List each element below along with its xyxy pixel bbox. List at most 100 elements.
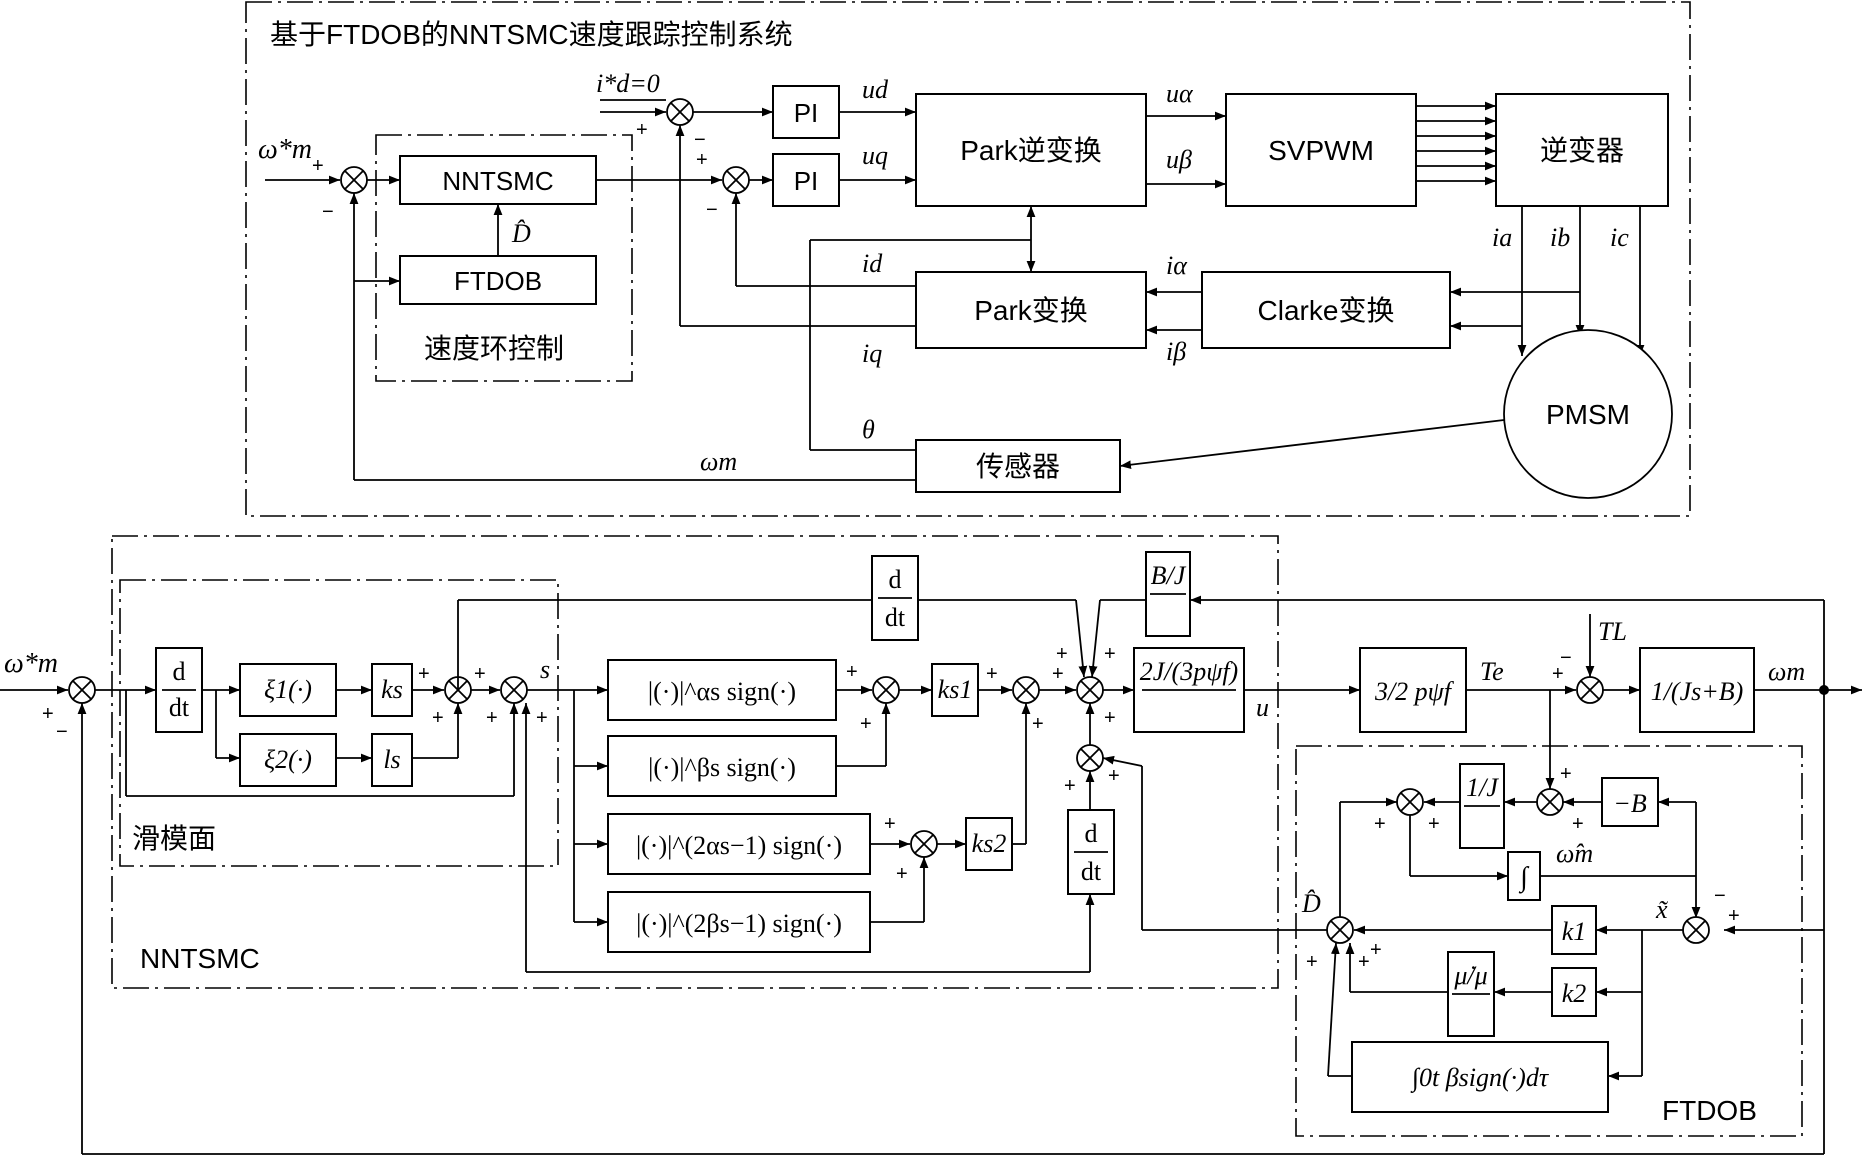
sliding-surface-frame bbox=[119, 579, 559, 867]
speed-loop-label: 速度环控制 bbox=[424, 333, 564, 364]
svg-text:+: + bbox=[1358, 951, 1370, 973]
i-beta-label: iβ bbox=[1166, 337, 1186, 366]
svg-text:−: − bbox=[1714, 885, 1726, 907]
nntsmc-frame bbox=[111, 535, 1279, 989]
svg-text:−: − bbox=[56, 721, 68, 743]
u-label: u bbox=[1256, 693, 1269, 722]
svg-text:−: − bbox=[322, 201, 334, 223]
ic-label: ic bbox=[1610, 223, 1629, 252]
pmsm-label: PMSM bbox=[1546, 399, 1630, 430]
sliding-surface-label: 滑模面 bbox=[132, 823, 216, 854]
iq-label: iq bbox=[862, 339, 882, 368]
observer-error-junction bbox=[1682, 916, 1710, 944]
wm-feedback-label: ωm bbox=[700, 447, 737, 476]
svg-text:+: + bbox=[986, 663, 998, 685]
inverter-block bbox=[1495, 93, 1669, 207]
control-sum-junction-2 bbox=[1076, 676, 1104, 704]
voltage-gain-label: 2J/(3pψf) bbox=[1140, 657, 1238, 686]
id-ref-label: i*d=0 bbox=[596, 69, 660, 98]
svg-text:|(·)|^αs sign(·): |(·)|^αs sign(·) bbox=[648, 677, 796, 706]
bottom-ref-speed-label: ω*m bbox=[4, 648, 58, 679]
ftdob-frame bbox=[1295, 745, 1803, 1137]
svg-text:+: + bbox=[1428, 813, 1440, 835]
pi-d-label: PI bbox=[794, 98, 819, 128]
nntsmc-frame-label: NNTSMC bbox=[140, 943, 260, 974]
svg-text:+: + bbox=[636, 119, 648, 141]
b-over-j-label: B/J bbox=[1151, 561, 1187, 590]
id-label: id bbox=[862, 249, 883, 278]
integral-sign-label: ∫0t βsign(·)dτ bbox=[1410, 1063, 1550, 1093]
park-inverse-label: Park逆变换 bbox=[960, 135, 1102, 166]
k2-label: k2 bbox=[1562, 979, 1587, 1008]
sensor-label: 传感器 bbox=[976, 451, 1060, 482]
integral-sign-block bbox=[1351, 1041, 1609, 1113]
pmsm-motor bbox=[1503, 329, 1673, 499]
svg-text:+: + bbox=[1052, 663, 1064, 685]
pwm-signals bbox=[1416, 101, 1496, 186]
svg-text:ξ1(·): ξ1(·) bbox=[264, 675, 312, 704]
pi-q-block bbox=[772, 153, 840, 207]
speed-loop-frame bbox=[375, 134, 633, 382]
k1-label: k1 bbox=[1562, 917, 1587, 946]
clarke-label: Clarke变换 bbox=[1258, 295, 1395, 326]
k2-block bbox=[1551, 967, 1597, 1017]
sensor-block bbox=[915, 439, 1121, 493]
iq-error-junction bbox=[722, 166, 750, 194]
svg-text:+: + bbox=[1552, 663, 1564, 685]
wm-output-label: ωm bbox=[1768, 657, 1805, 686]
svg-text:+: + bbox=[1032, 713, 1044, 735]
integrator-block bbox=[1507, 851, 1541, 901]
x-tilde-label: x̃ bbox=[1655, 895, 1669, 924]
svg-text:+: + bbox=[418, 663, 430, 685]
system-title: 基于FTDOB的NNTSMC速度跟踪控制系统 bbox=[270, 19, 793, 50]
minus-b-label: −B bbox=[1613, 789, 1647, 818]
power-func-alpha bbox=[607, 659, 837, 721]
svg-text:+: + bbox=[884, 813, 896, 835]
svg-text:dt: dt bbox=[169, 693, 190, 722]
u-alpha-label: uα bbox=[1166, 79, 1194, 108]
svg-text:d: d bbox=[1085, 819, 1098, 848]
svg-text:+: + bbox=[1572, 813, 1584, 835]
clarke-block bbox=[1201, 271, 1451, 349]
id-error-junction bbox=[666, 98, 694, 126]
svg-text:+: + bbox=[1728, 905, 1740, 927]
ls-block bbox=[371, 733, 413, 787]
svg-text:+: + bbox=[860, 713, 872, 735]
theta-label: θ bbox=[862, 415, 875, 444]
svg-text:+: + bbox=[1108, 765, 1120, 787]
svg-text:+: + bbox=[696, 149, 708, 171]
disturbance-sum-junction bbox=[1326, 916, 1354, 944]
te-label: Te bbox=[1480, 657, 1504, 686]
mu-ratio-label: μ̇/μ bbox=[1453, 961, 1487, 990]
torque-gain-block bbox=[1359, 647, 1467, 733]
svpwm-label: SVPWM bbox=[1268, 135, 1374, 166]
sliding-sum-junction-2 bbox=[500, 676, 528, 704]
observer-sum-junction-1 bbox=[1536, 788, 1564, 816]
ks1-block bbox=[931, 663, 979, 717]
svg-text:+: + bbox=[1064, 775, 1076, 797]
inverter-label: 逆变器 bbox=[1540, 135, 1624, 166]
torque-sum-junction bbox=[1576, 676, 1604, 704]
ud-label: ud bbox=[862, 75, 889, 104]
xi2-block bbox=[239, 733, 337, 787]
wm-hat-label: ω̂m bbox=[1556, 839, 1593, 868]
ftdob-frame-label: FTDOB bbox=[1662, 1095, 1757, 1126]
svg-text:+: + bbox=[1104, 707, 1116, 729]
svg-text:d: d bbox=[889, 565, 902, 594]
ftdob-label: FTDOB bbox=[454, 266, 542, 296]
bottom-d-hat-label: D̂ bbox=[1301, 889, 1321, 918]
integrator-label: ∫ bbox=[1518, 862, 1530, 894]
svg-text:+: + bbox=[432, 707, 444, 729]
control-sum-junction-3 bbox=[1076, 744, 1104, 772]
plant-label: 1/(Js+B) bbox=[1651, 677, 1744, 706]
tl-label: TL bbox=[1598, 617, 1627, 646]
plant-block bbox=[1639, 647, 1755, 733]
power-func-beta bbox=[607, 735, 837, 797]
park-inverse-block bbox=[915, 93, 1147, 207]
svg-text:+: + bbox=[896, 863, 908, 885]
svg-text:+: + bbox=[1370, 939, 1382, 961]
svg-text:+: + bbox=[846, 661, 858, 683]
park-label: Park变换 bbox=[974, 295, 1088, 326]
speed-error-junction bbox=[340, 166, 368, 194]
